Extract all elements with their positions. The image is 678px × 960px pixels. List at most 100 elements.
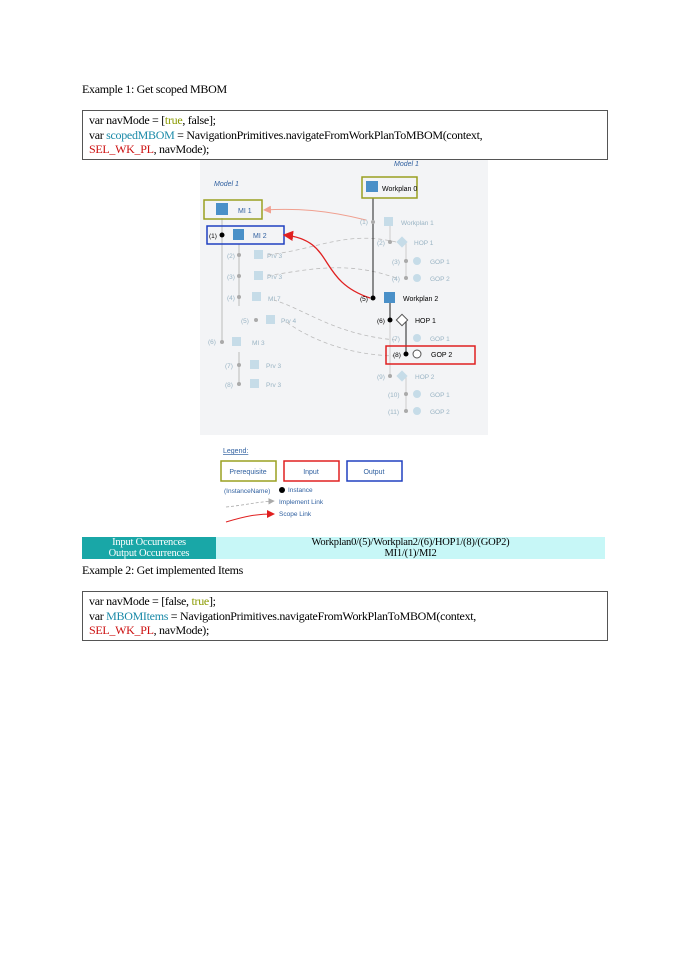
idx-7: (7): [225, 363, 233, 370]
legend-scope-link: Scope Link: [279, 511, 312, 518]
model-label-left: Model 1: [214, 181, 239, 188]
instance-dot: [237, 274, 241, 278]
instance-dot: [219, 232, 225, 238]
ridx-5: (5): [360, 296, 368, 303]
input-occurrences-row: Input Occurrences Workplan0/(5)/Workplan…: [82, 537, 605, 548]
node-prv3: Prv 3: [267, 253, 283, 260]
instance-dot: [254, 318, 258, 322]
code-text: , navMode);: [153, 142, 210, 156]
instance-dot: [388, 240, 392, 244]
code-line-3: SEL_WK_PL, navMode);: [89, 142, 601, 157]
node-prv3: Prv 3: [266, 382, 282, 389]
ridx-9: (9): [377, 374, 385, 381]
input-occurrences-label: Input Occurrences: [82, 537, 216, 548]
instance-dot: [237, 363, 241, 367]
left-faded-nodes: (2) Prv 3 (3) Prv 3 (4) MI 7 (5) Prv 4 (…: [208, 250, 297, 389]
example-1-code-block: var navMode = [true, false]; var scopedM…: [82, 110, 608, 160]
ridx-1: (1): [360, 219, 368, 226]
diagram-background: [200, 160, 488, 435]
code-selector: SEL_WK_PL: [89, 623, 154, 637]
node-workplan1: Workplan 1: [401, 220, 434, 227]
gop-icon: [413, 334, 421, 342]
right-faded-nodes-2: (9) HOP 2 (10) GOP 1 (11) GOP 2: [377, 370, 450, 416]
legend-implement-arrow: [225, 498, 275, 508]
ridx-4: (4): [392, 276, 400, 283]
code-line-1: var navMode = [false, true];: [89, 594, 601, 609]
instance-dot: [371, 220, 375, 224]
ridx-10: (10): [388, 392, 400, 399]
example-1-heading: Example 1: Get scoped MBOM: [82, 82, 227, 96]
gop-icon: [413, 257, 421, 265]
code-text: , navMode);: [153, 623, 210, 637]
node-workplan0: Workplan 0: [382, 186, 417, 193]
instance-dot: [404, 276, 408, 280]
node-workplan2: Workplan 2: [403, 296, 438, 303]
implement-link-mi1: [263, 205, 367, 221]
code-selector: SEL_WK_PL: [89, 142, 154, 156]
instance-dot: [404, 409, 408, 413]
hop-icon: [396, 370, 408, 382]
instance-dot: [404, 392, 408, 396]
code-text: var: [89, 127, 107, 142]
legend-implement-link: Implement Link: [279, 499, 324, 506]
ridx-2: (2): [377, 240, 385, 247]
output-occurrences-row: Output Occurrences MI1/(1)/MI2: [82, 548, 605, 559]
prerequisite-box-mi1: [203, 199, 263, 220]
instance-dot: [237, 295, 241, 299]
mi-icon: [232, 337, 241, 346]
code-identifier: scopedMBOM: [106, 127, 175, 142]
instance-dot: [220, 340, 224, 344]
code-line-2: var scopedMBOM = NavigationPrimitives.na…: [89, 128, 601, 143]
node-gop1: GOP 1: [430, 336, 450, 343]
prerequisite-box-workplan0: [361, 176, 418, 199]
code-text: var navMode = [: [89, 113, 165, 127]
workplan-icon: [366, 181, 378, 192]
idx-5: (5): [241, 318, 249, 325]
ridx-3: (3): [392, 259, 400, 266]
node-hop2: HOP 2: [415, 374, 435, 381]
code-keyword: true: [191, 594, 209, 608]
legend-instance-name: (InstanceName): [224, 488, 270, 495]
instance-dot: [237, 253, 241, 257]
gop-icon: [412, 349, 422, 359]
node-hop1-active: HOP 1: [415, 318, 436, 325]
legend-prerequisite: Prerequisite: [229, 469, 266, 476]
idx-3: (3): [227, 274, 235, 281]
gop-icon: [413, 390, 421, 398]
instance-dot: [404, 259, 408, 263]
model-label-right: Model 1: [394, 161, 419, 168]
legend-title: Legend:: [223, 448, 248, 455]
ridx-11: (11): [388, 409, 399, 416]
node-mi1: MI 1: [238, 208, 252, 215]
workplan-icon: [384, 217, 393, 226]
code-text: ];: [208, 594, 216, 608]
instance-dot: [387, 317, 393, 323]
legend-input-box: [283, 460, 340, 482]
node-gop1: GOP 1: [430, 392, 450, 399]
legend-prerequisite-box: [220, 460, 277, 482]
occurrences-table: Input Occurrences Workplan0/(5)/Workplan…: [82, 537, 605, 559]
idx-1: (1): [209, 233, 217, 240]
input-occurrences-value: Workplan0/(5)/Workplan2/(6)/HOP1/(8)/(GO…: [216, 537, 605, 548]
node-mi7: MI 7: [268, 296, 281, 303]
code-line-2: var MBOMItems = NavigationPrimitives.nav…: [89, 609, 601, 624]
example-2-heading: Example 2: Get implemented Items: [82, 563, 244, 577]
instance-dot: [403, 351, 409, 357]
code-line-3: SEL_WK_PL, navMode);: [89, 623, 601, 638]
ridx-8: (8): [393, 352, 401, 359]
navigation-diagram: Model 1 Model 1 MI 1 (1) MI 2 (2) Prv 3 …: [200, 160, 488, 523]
idx-2: (2): [227, 253, 235, 260]
code-text: var navMode = [false,: [89, 594, 192, 608]
node-prv3: Prv 3: [267, 274, 283, 281]
legend-input: Input: [303, 469, 319, 476]
input-box-gop2: [385, 345, 476, 365]
prv-icon: [266, 315, 275, 324]
legend-output-box: [346, 460, 403, 482]
gop-icon: [413, 407, 421, 415]
hop-icon: [395, 313, 409, 327]
instance-dot: [370, 295, 376, 301]
example-2-code-block: var navMode = [false, true]; var MBOMIte…: [82, 591, 608, 641]
code-text: var: [89, 608, 107, 623]
output-occurrences-label: Output Occurrences: [82, 548, 216, 559]
ridx-6: (6): [377, 318, 385, 325]
